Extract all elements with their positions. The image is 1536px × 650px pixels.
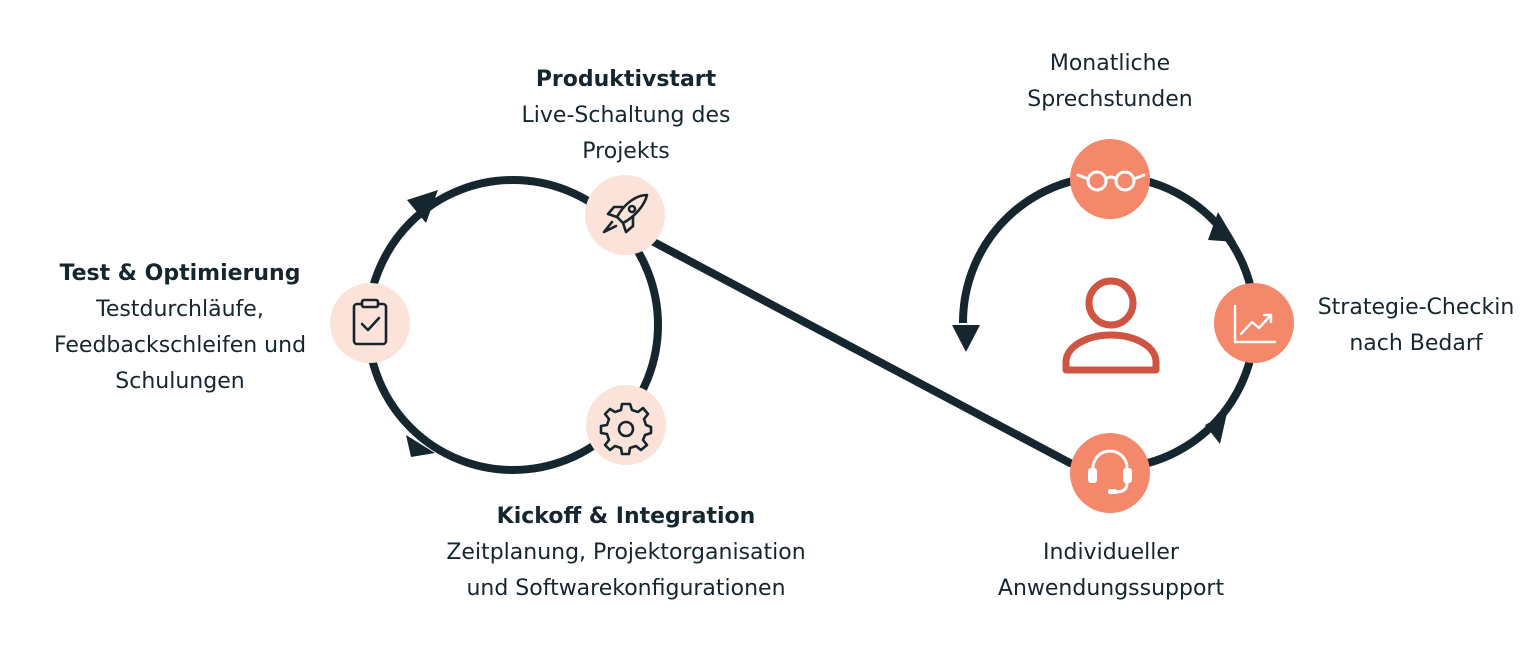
headset-icon	[1088, 449, 1132, 494]
rocket-icon	[602, 193, 649, 234]
label-sprechstunden: Monatliche Sprechstunden	[970, 46, 1250, 118]
arrow-left-lower	[406, 435, 435, 457]
label-produktivstart: Produktivstart Live-Schaltung des Projek…	[486, 62, 766, 170]
arrow-right-bottom	[1205, 413, 1227, 444]
kickoff-line2: und Softwarekonfigurationen	[466, 576, 786, 601]
support-line2: Anwendungssupport	[997, 576, 1225, 601]
label-test-optimierung: Test & Optimierung Testdurchläufe, Feedb…	[20, 256, 340, 400]
clipboard-check-icon	[352, 298, 388, 346]
sprechstunden-line2: Sprechstunden	[1027, 87, 1193, 112]
kickoff-line1: Zeitplanung, Projektorganisation	[446, 540, 806, 565]
arrow-left-upper	[407, 190, 438, 223]
node-produktivstart	[585, 175, 665, 255]
strategie-line1: Strategie-Checkin	[1317, 295, 1515, 320]
kickoff-title: Kickoff & Integration	[496, 504, 756, 529]
node-strategie	[1214, 283, 1294, 363]
label-strategie: Strategie-Checkin nach Bedarf	[1300, 290, 1532, 362]
node-sprechstunden	[1070, 139, 1150, 219]
arrow-right-top	[1208, 212, 1236, 242]
node-support	[1070, 433, 1150, 513]
label-support: Individueller Anwendungssupport	[960, 535, 1262, 607]
test-line1: Testdurchläufe,	[96, 297, 264, 322]
test-title: Test & Optimierung	[59, 261, 301, 286]
strategie-line2: nach Bedarf	[1349, 331, 1483, 356]
test-line3: Schulungen	[115, 369, 245, 394]
arrow-right-left	[952, 325, 980, 352]
produktivstart-line2: Projekts	[582, 139, 670, 164]
chart-up-icon	[1233, 304, 1277, 344]
gear-icon	[599, 402, 653, 456]
produktivstart-line1: Live-Schaltung des	[521, 103, 731, 128]
node-kickoff	[586, 385, 666, 465]
glasses-icon	[1076, 170, 1146, 192]
produktivstart-title: Produktivstart	[535, 67, 717, 92]
person-icon	[1062, 277, 1160, 374]
sprechstunden-line1: Monatliche	[1049, 51, 1171, 76]
support-line1: Individueller	[1043, 540, 1179, 565]
node-test-optimierung	[330, 283, 410, 363]
connector-line	[646, 236, 1074, 467]
label-kickoff: Kickoff & Integration Zeitplanung, Proje…	[416, 499, 836, 607]
test-line2: Feedbackschleifen und	[53, 333, 307, 358]
